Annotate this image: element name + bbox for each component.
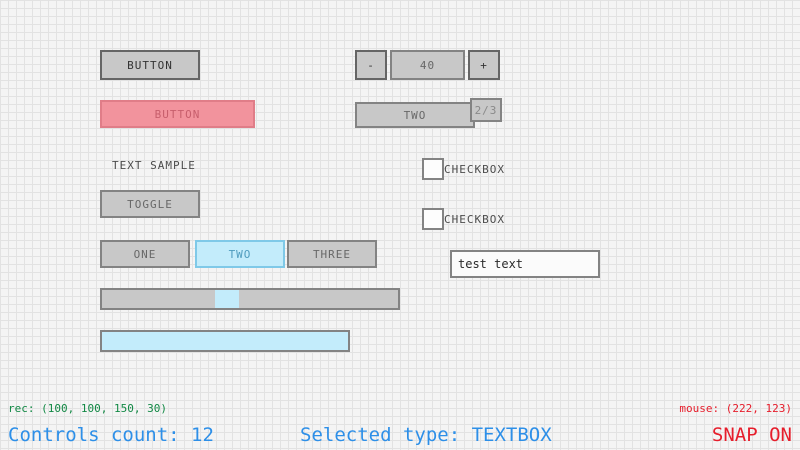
dropdown-box[interactable]: TWO [355, 102, 475, 128]
button-default[interactable]: BUTTON [100, 50, 200, 80]
text-sample-label: TEXT SAMPLE [112, 159, 196, 172]
checkbox-2[interactable] [422, 208, 444, 230]
status-snap: SNAP ON [711, 424, 792, 446]
toggle-group-option-three[interactable]: THREE [287, 240, 377, 268]
status-selected-type: Selected type: TEXTBOX [300, 424, 552, 446]
textbox[interactable]: test text [450, 250, 600, 278]
status-mouse: mouse: (222, 123) [679, 402, 792, 415]
toggle-button[interactable]: TOGGLE [100, 190, 200, 218]
spinner-increment-button[interactable]: + [468, 50, 500, 80]
button-pink[interactable]: BUTTON [100, 100, 255, 128]
spinner-value[interactable]: 40 [390, 50, 465, 80]
toggle-group-option-two[interactable]: TWO [195, 240, 285, 268]
toggle-group-option-one[interactable]: ONE [100, 240, 190, 268]
slider[interactable] [100, 288, 400, 310]
spinner-decrement-button[interactable]: - [355, 50, 387, 80]
checkbox-1-label: CHECKBOX [444, 163, 505, 176]
checkbox-1[interactable] [422, 158, 444, 180]
progress-bar-fill [102, 332, 348, 350]
progress-bar[interactable] [100, 330, 350, 352]
status-controls-count: Controls count: 12 [8, 424, 214, 446]
slider-handle[interactable] [215, 290, 239, 308]
dropdown-index-badge: 2/3 [470, 98, 502, 122]
checkbox-2-label: CHECKBOX [444, 213, 505, 226]
status-rec: rec: (100, 100, 150, 30) [8, 402, 167, 415]
